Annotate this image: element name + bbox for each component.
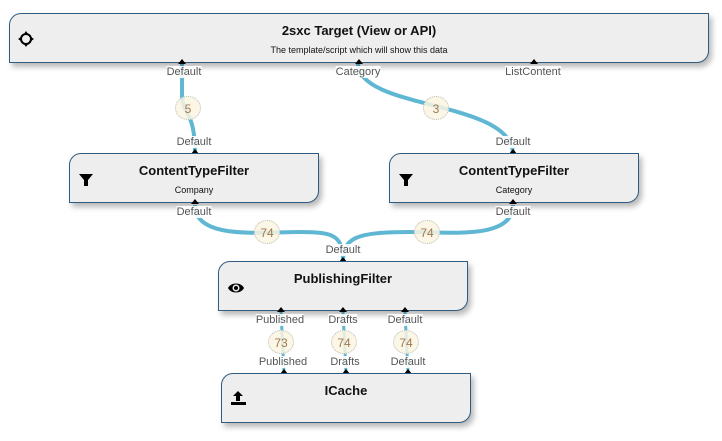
node-subtitle: Company xyxy=(174,185,214,195)
out-port-published[interactable] xyxy=(277,307,285,312)
content-type-filter-company-node[interactable]: ContentTypeFilter Company xyxy=(69,153,319,203)
count-badge: 73 xyxy=(268,330,294,354)
port-label: Default xyxy=(495,206,531,218)
in-port-listcontent[interactable] xyxy=(530,59,538,64)
in-port-drafts[interactable] xyxy=(342,369,350,374)
publishing-filter-node[interactable]: PublishingFilter xyxy=(218,261,468,311)
count-badge: 74 xyxy=(331,330,357,354)
eye-icon xyxy=(228,283,244,293)
icache-node[interactable]: ICache xyxy=(221,373,471,423)
port-label: Default xyxy=(166,66,202,78)
in-port-default[interactable] xyxy=(191,149,199,154)
in-port-published[interactable] xyxy=(280,369,288,374)
count-badge: 5 xyxy=(175,96,201,120)
in-port-default[interactable] xyxy=(178,59,186,64)
wire-company-to-target xyxy=(193,204,345,263)
count-badge: 74 xyxy=(393,330,419,354)
out-port-default[interactable] xyxy=(401,307,409,312)
count-badge: 3 xyxy=(423,96,449,120)
crosshair-move-icon xyxy=(18,31,34,47)
wire-category-to-target xyxy=(341,204,515,263)
port-label: ListContent xyxy=(505,66,561,78)
count-badge: 74 xyxy=(254,220,280,244)
node-title: ContentTypeFilter xyxy=(458,163,570,178)
port-label: Default xyxy=(176,206,212,218)
port-label: Default xyxy=(495,136,531,148)
target-node[interactable]: 2sxc Target (View or API) The template/s… xyxy=(9,13,709,63)
port-label: Drafts xyxy=(330,356,360,368)
out-port-drafts[interactable] xyxy=(339,307,347,312)
port-label: Published xyxy=(258,356,308,368)
port-label: Default xyxy=(176,136,212,148)
in-port-default[interactable] xyxy=(404,369,412,374)
node-title: ICache xyxy=(324,383,368,398)
filter-icon xyxy=(399,174,413,186)
port-label: Category xyxy=(335,66,381,78)
port-label: Default xyxy=(387,314,423,326)
node-subtitle: The template/script which will show this… xyxy=(270,45,448,55)
upload-icon xyxy=(231,391,246,405)
in-port-category[interactable] xyxy=(355,59,363,64)
node-title: PublishingFilter xyxy=(293,271,393,286)
node-subtitle: Category xyxy=(495,185,533,195)
in-port-default[interactable] xyxy=(339,257,347,262)
port-label: Drafts xyxy=(328,314,358,326)
filter-icon xyxy=(79,174,93,186)
node-title: ContentTypeFilter xyxy=(138,163,250,178)
out-port-default[interactable] xyxy=(509,199,517,204)
port-label: Default xyxy=(325,244,361,256)
port-label: Published xyxy=(255,314,305,326)
content-type-filter-category-node[interactable]: ContentTypeFilter Category xyxy=(389,153,639,203)
count-badge: 74 xyxy=(414,220,440,244)
port-label: Default xyxy=(390,356,426,368)
out-port-default[interactable] xyxy=(191,199,199,204)
node-title: 2sxc Target (View or API) xyxy=(281,23,437,38)
in-port-default[interactable] xyxy=(509,149,517,154)
